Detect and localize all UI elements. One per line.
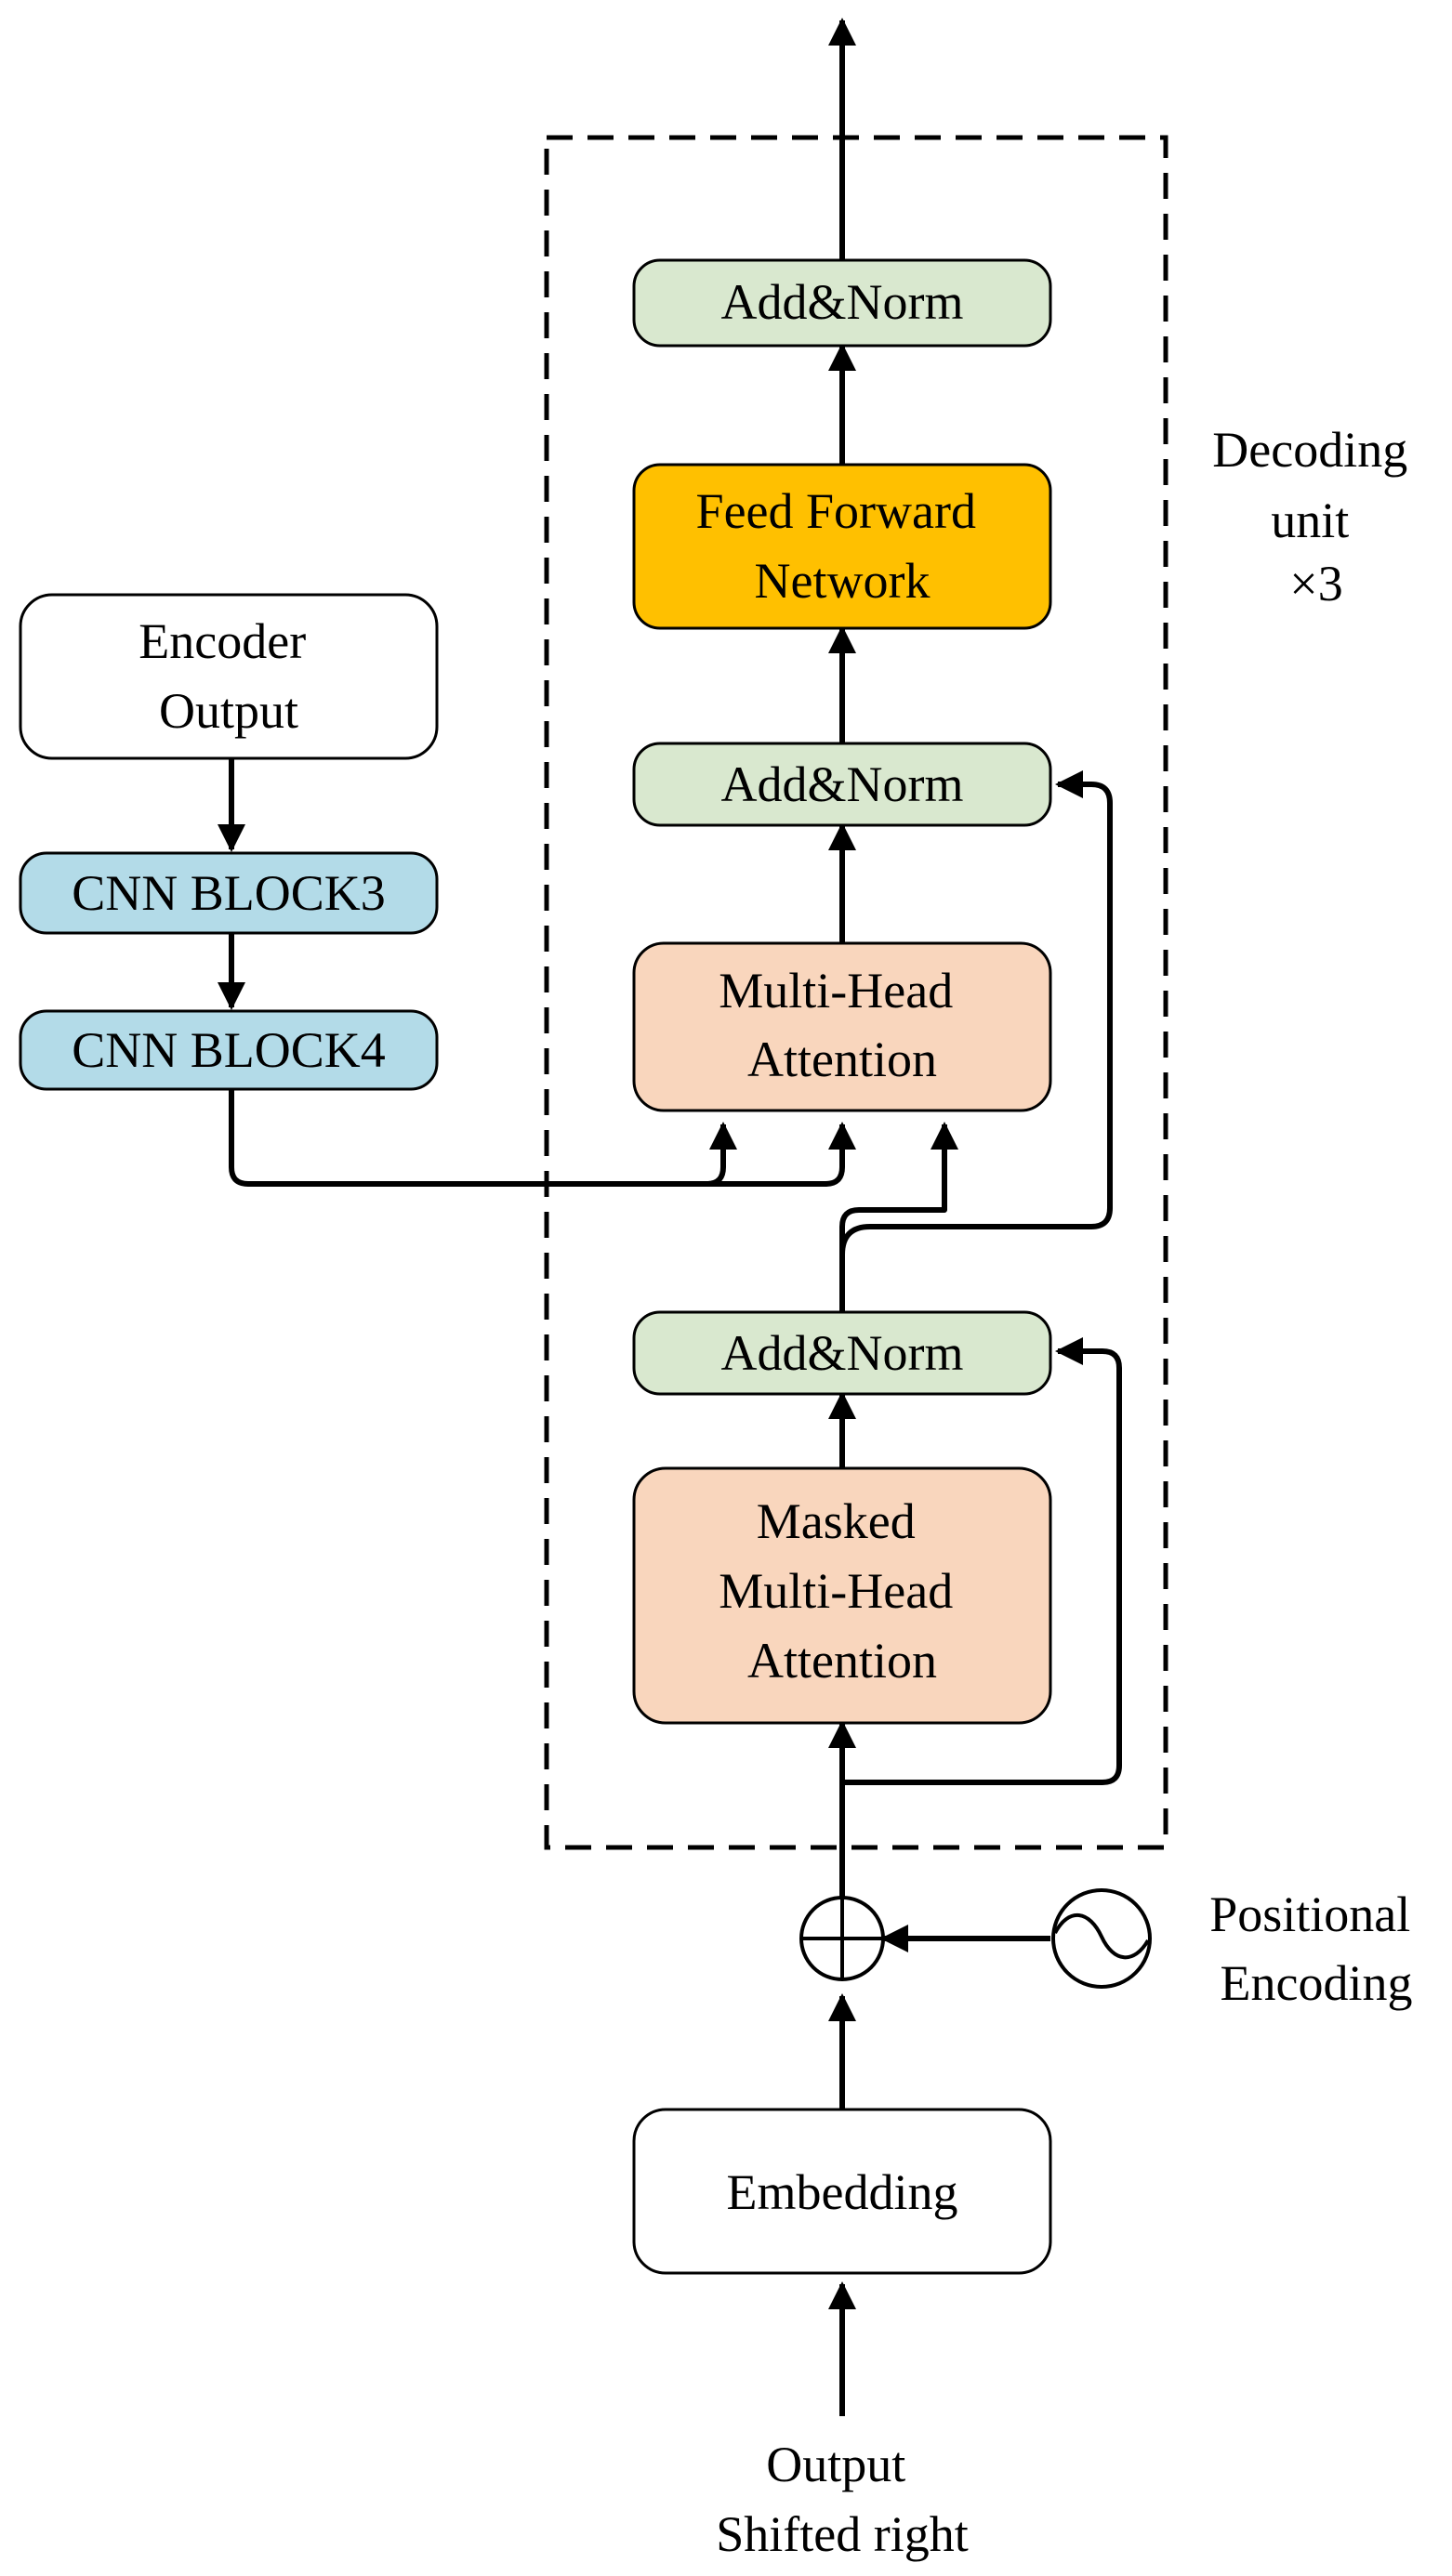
masked-multi-head-attention: Masked Multi-Head Attention <box>632 1466 1052 1725</box>
encoder-output-label: Encoder Output <box>139 613 318 739</box>
masked-attention-box <box>632 1466 1052 1725</box>
addnorm-low-out-wire <box>839 1122 958 1312</box>
embedding-label: Embedding <box>727 2164 958 2220</box>
residual-wire-upper <box>839 770 1113 1255</box>
feed-forward-box <box>632 463 1052 630</box>
positional-encoding-label: Positional Encoding <box>1209 1886 1423 2011</box>
cnn-block4-label: CNN BLOCK4 <box>72 1022 386 1078</box>
add-norm-low-label: Add&Norm <box>721 1325 964 1381</box>
cnn-block4: CNN BLOCK4 <box>19 1009 439 1091</box>
add-norm-mid: Add&Norm <box>632 742 1052 827</box>
input-label: Output Shifted right <box>716 2437 968 2562</box>
add-norm-mid-box <box>632 742 1052 827</box>
cnn-block3: CNN BLOCK3 <box>19 851 439 935</box>
encoder-output: Encoder Output <box>19 593 439 760</box>
residual-wire-lower <box>842 1337 1122 1785</box>
cnn4-to-attention-branch <box>706 1122 737 1187</box>
embedding-box <box>632 2108 1052 2275</box>
multi-head-attention: Multi-Head Attention <box>632 941 1052 1112</box>
decoding-unit-frame <box>544 135 1168 1850</box>
masked-attention-label: Masked Multi-Head Attention <box>719 1493 965 1689</box>
feed-forward-network: Feed Forward Network <box>632 463 1052 630</box>
encoder-output-box <box>19 593 439 760</box>
multi-head-attention-label: Multi-Head Attention <box>719 963 965 1087</box>
add-norm-mid-label: Add&Norm <box>721 756 964 812</box>
sine-wave-icon <box>1051 1888 1152 1989</box>
add-norm-top-label: Add&Norm <box>721 274 964 330</box>
cnn-block4-box <box>19 1009 439 1091</box>
decoding-unit-label: Decoding unit ×3 <box>1212 422 1419 611</box>
embedding: Embedding <box>632 2108 1052 2275</box>
circle-plus-icon <box>799 1896 885 1981</box>
cnn-block3-label: CNN BLOCK3 <box>72 865 386 921</box>
add-norm-low: Add&Norm <box>632 1310 1052 1396</box>
cnn4-to-attention-wire <box>229 1089 856 1187</box>
cnn-block3-box <box>19 851 439 935</box>
add-norm-top: Add&Norm <box>632 258 1052 348</box>
multi-head-attention-box <box>632 941 1052 1112</box>
feed-forward-label: Feed Forward Network <box>696 483 989 609</box>
add-norm-top-box <box>632 258 1052 348</box>
add-norm-low-box <box>632 1310 1052 1396</box>
